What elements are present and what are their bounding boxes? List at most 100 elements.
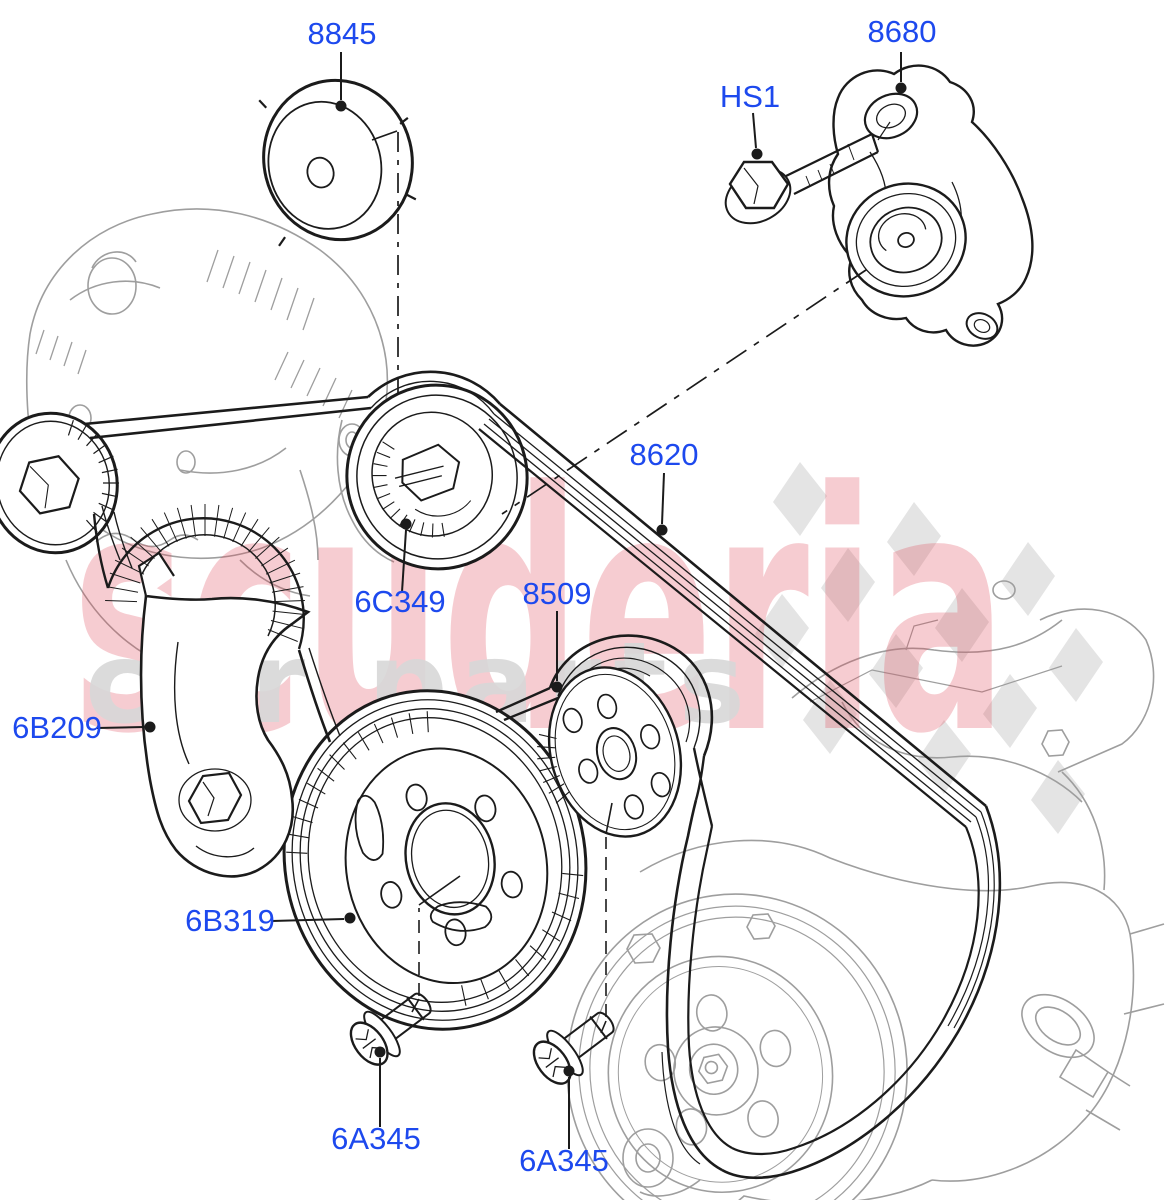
pulley-rim-inner xyxy=(855,192,957,288)
part-label-6B209-6[interactable]: 6B209 xyxy=(12,710,156,745)
flag-diamond xyxy=(1001,542,1055,616)
clutch-hub xyxy=(673,1026,759,1116)
engine-mount-bracket xyxy=(791,619,1083,803)
part-label-8845-0[interactable]: 8845 xyxy=(308,16,377,112)
leader-line xyxy=(96,726,145,729)
belt-crank-to-fan xyxy=(297,649,332,743)
crank-center-hole xyxy=(404,802,496,916)
wp-band-arc xyxy=(548,634,714,757)
compressor-hole xyxy=(622,1128,674,1188)
wp-center-inner xyxy=(602,735,631,772)
cover-inner xyxy=(267,100,383,230)
part-number-text[interactable]: HS1 xyxy=(720,79,780,114)
engine-right-blob xyxy=(1039,608,1155,891)
mount-bolt-hex xyxy=(1041,729,1070,757)
drive-belt-8620 xyxy=(83,370,1002,1180)
wp-band-arc xyxy=(557,646,701,749)
crank-groove-ribs xyxy=(286,711,429,854)
crank-slot xyxy=(429,901,493,932)
leader-line xyxy=(661,472,665,525)
part-label-6B319-7[interactable]: 6B319 xyxy=(185,903,356,938)
part-number-text[interactable]: 8509 xyxy=(523,576,592,611)
part-number-text[interactable]: 8620 xyxy=(630,437,699,472)
wp-hole xyxy=(640,724,661,750)
leader-dot xyxy=(144,721,156,733)
bolt-hex-facets xyxy=(743,167,759,205)
wp-to-comp-belt xyxy=(692,747,714,827)
engine-boss xyxy=(992,580,1016,600)
alternator-fins xyxy=(35,249,353,419)
wp-hole xyxy=(650,771,671,798)
belt-tensioner-arc-inner xyxy=(141,534,276,637)
flag-diamond xyxy=(773,462,827,536)
pulley-hub xyxy=(869,206,943,274)
alt-hex-facets xyxy=(29,466,49,509)
belt-fan-to-alt xyxy=(92,513,110,589)
leader-dot xyxy=(656,524,668,536)
clutch-center xyxy=(704,1060,719,1075)
belt-exit-up xyxy=(665,799,723,1172)
bolt-leader-left xyxy=(411,998,420,1013)
compressor-hole-inner xyxy=(635,1143,661,1173)
arm-inner-curves xyxy=(173,641,255,858)
bolt-leader-left-tip xyxy=(418,875,461,906)
part-number-text[interactable]: 6C349 xyxy=(354,584,445,619)
part-label-HS1-2[interactable]: HS1 xyxy=(720,79,780,160)
belt-idler-wrap xyxy=(367,370,501,405)
belt-tensioner-arc xyxy=(106,517,305,650)
clutch-hole xyxy=(747,1100,779,1138)
belt-exit-up-inner xyxy=(687,825,733,1149)
crank-slot xyxy=(354,794,385,861)
part-label-8620-3[interactable]: 8620 xyxy=(630,437,699,536)
clutch-hub-inner xyxy=(688,1043,739,1096)
part-number-text[interactable]: 6A345 xyxy=(331,1121,421,1156)
flag-diamond xyxy=(1049,628,1103,702)
sensor-ring xyxy=(1021,993,1095,1059)
crank-groove-ribs xyxy=(461,872,584,1006)
leader-dot xyxy=(751,148,763,160)
bolt-torx xyxy=(538,1048,566,1078)
arm-hex-bolt xyxy=(187,771,243,825)
part-label-6C349-4[interactable]: 6C349 xyxy=(354,518,446,620)
crank-pulley-6B319 xyxy=(282,689,588,1031)
part-number-text[interactable]: 8845 xyxy=(308,16,377,51)
crank-face xyxy=(344,747,549,985)
crank-rim-ring xyxy=(299,708,571,1012)
flag-diamond xyxy=(935,588,989,662)
part-label-6A345-9[interactable]: 6A345 xyxy=(519,1065,609,1179)
leader-dot xyxy=(551,681,563,693)
leader-line xyxy=(752,112,757,149)
part-label-8680-1[interactable]: 8680 xyxy=(868,14,937,94)
part-number-text[interactable]: 6B209 xyxy=(12,710,102,745)
compressor-lugs xyxy=(1085,923,1165,1131)
leader-dot xyxy=(895,82,907,94)
wp-hole xyxy=(578,758,599,784)
parts-line-art xyxy=(0,64,1034,1180)
pulley-rim xyxy=(845,182,967,298)
idler-center-hole xyxy=(401,443,461,502)
bolt-shaft xyxy=(785,133,880,195)
clutch-face-inner xyxy=(617,965,824,1183)
belt-compressor-ribs xyxy=(947,811,995,1029)
wp-face xyxy=(547,666,683,838)
belt-diagonal-ribs xyxy=(483,413,982,823)
belt-crank-to-fan-inner xyxy=(308,647,341,737)
part-number-text[interactable]: 6A345 xyxy=(519,1143,609,1178)
part-number-text[interactable]: 8680 xyxy=(868,14,937,49)
part-number-text[interactable]: 6B319 xyxy=(185,903,275,938)
leader-dot xyxy=(344,912,356,924)
part-label-8509-5[interactable]: 8509 xyxy=(523,576,592,693)
bolt-hs1 xyxy=(724,121,891,225)
part-label-6A345-8[interactable]: 6A345 xyxy=(331,1046,421,1157)
sensor-ring-inner xyxy=(1034,1006,1082,1046)
arm-hex-facets xyxy=(202,781,215,817)
belt-exit-rib xyxy=(661,1051,701,1165)
clutch-nut xyxy=(697,1053,729,1085)
compressor-sensor xyxy=(1021,993,1095,1059)
wp-center xyxy=(595,727,638,781)
cover-center-hole xyxy=(306,156,335,189)
alternator-ear xyxy=(91,251,137,269)
waterpump-pulley-8509 xyxy=(537,666,683,838)
